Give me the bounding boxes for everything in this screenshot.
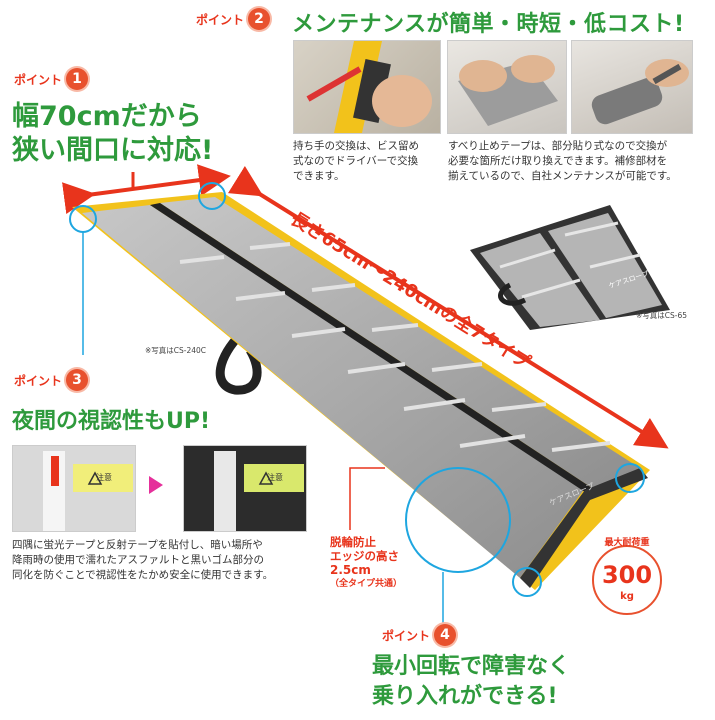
ramp-center-seam bbox=[150, 203, 595, 492]
handle-replacement-photo bbox=[293, 40, 441, 134]
point3-desc-line: 四隅に蛍光テープと反射テープを貼付し、暗い場所や bbox=[12, 539, 263, 551]
tape-peel-photo bbox=[447, 40, 567, 134]
desc-right-line: 必要な箇所だけ取り換えできます。補修部材を bbox=[448, 155, 668, 167]
edge-callout-line1: 脱輪防止 bbox=[330, 535, 376, 549]
handle-replacement-illustration bbox=[306, 41, 432, 133]
corner-highlight-circle bbox=[512, 567, 542, 597]
corner-highlight-circle bbox=[615, 463, 645, 493]
edge-callout-line2: エッジの高さ bbox=[330, 549, 399, 563]
point4-title: 最小回転で障害なく 乗り入れができる! bbox=[372, 652, 570, 712]
night-tape-photo bbox=[183, 445, 307, 532]
small-photo-caption: ※写真はCS-65 bbox=[636, 311, 688, 320]
point4-title-line: 最小回転で障害なく bbox=[372, 654, 571, 679]
edge-callout-line bbox=[349, 467, 385, 530]
point3-number-badge: 3 bbox=[66, 369, 89, 391]
desc-left-line: 持ち手の交換は、ビス留め bbox=[293, 140, 419, 152]
ramp-right-plate bbox=[160, 197, 640, 490]
point1-number-badge: 1 bbox=[66, 68, 89, 90]
ramp-left-plate bbox=[82, 205, 585, 578]
point1-title: 幅70cmだから 狭い間口に対応! bbox=[12, 100, 213, 168]
point4-tag: ポイント 4 bbox=[382, 624, 457, 646]
max-load-badge: 最大耐荷重 300 kg bbox=[592, 538, 662, 615]
width-arrow bbox=[62, 164, 231, 214]
edge-callout-value: 2.5cm bbox=[330, 563, 371, 577]
point1-title-line: 狭い間口に対応! bbox=[12, 135, 214, 166]
roller-illustration bbox=[591, 59, 689, 125]
point3-tag: ポイント 3 bbox=[14, 369, 89, 391]
caution-label-night: 注意 bbox=[267, 473, 283, 482]
point2-label: ポイント bbox=[196, 12, 245, 27]
caution-label-day: 注意 bbox=[96, 473, 112, 482]
desc-left-line: 式なのでドライバーで交換 bbox=[293, 155, 419, 167]
point4-title-line: 乗り入れができる! bbox=[372, 684, 558, 709]
ramp-antislip-stripes bbox=[179, 242, 611, 452]
daylight-tape-illustration bbox=[13, 446, 135, 531]
point3-desc-line: 同化を防ぐことで視認性をたかめ安全に使用できます。 bbox=[12, 569, 274, 581]
length-arrow bbox=[227, 165, 669, 449]
point4-number-badge: 4 bbox=[434, 624, 457, 646]
main-photo-caption: ※写真はCS-240C bbox=[145, 346, 207, 355]
edge-callout: 脱輪防止 エッジの高さ 2.5cm （全タイプ共通） bbox=[330, 535, 402, 591]
point3-title: 夜間の視認性もUP! bbox=[12, 409, 211, 434]
daylight-tape-photo bbox=[12, 445, 136, 532]
point1-tag: ポイント 1 bbox=[14, 68, 89, 90]
point2-title: メンテナンスが簡単・時短・低コスト! bbox=[292, 12, 685, 37]
corner-highlight-circle bbox=[198, 182, 226, 210]
point1-label: ポイント bbox=[14, 72, 63, 87]
ramp-handle-strap bbox=[215, 331, 262, 395]
ramp-bottom-edge bbox=[520, 468, 648, 588]
max-load-unit: kg bbox=[620, 591, 634, 602]
roller-photo bbox=[571, 40, 693, 134]
night-tape-illustration bbox=[184, 446, 306, 531]
point3-desc-line: 降雨時の使用で濡れたアスファルトと黒いゴム部分の bbox=[12, 554, 264, 566]
small-ramp-photo bbox=[470, 205, 670, 330]
tape-peel-illustration bbox=[458, 55, 558, 126]
point2-number-badge: 2 bbox=[248, 8, 271, 30]
point1-title-line: 幅70cmだから bbox=[12, 101, 202, 132]
edge-callout-note: （全タイプ共通） bbox=[330, 579, 403, 589]
point3-label: ポイント bbox=[14, 373, 63, 388]
point3-desc: 四隅に蛍光テープと反射テープを貼付し、暗い場所や 降雨時の使用で濡れたアスファル… bbox=[12, 538, 312, 583]
desc-right-line: すべり止めテープは、部分貼り式なので交換が bbox=[448, 140, 668, 152]
max-load-label: 最大耐荷重 bbox=[604, 538, 650, 548]
arrow-right-icon bbox=[149, 476, 163, 494]
edge-highlight-circle bbox=[405, 467, 511, 573]
point2-tag: ポイント 2 bbox=[196, 8, 271, 30]
max-load-value: 300 bbox=[601, 561, 653, 589]
point4-label: ポイント bbox=[382, 628, 431, 643]
